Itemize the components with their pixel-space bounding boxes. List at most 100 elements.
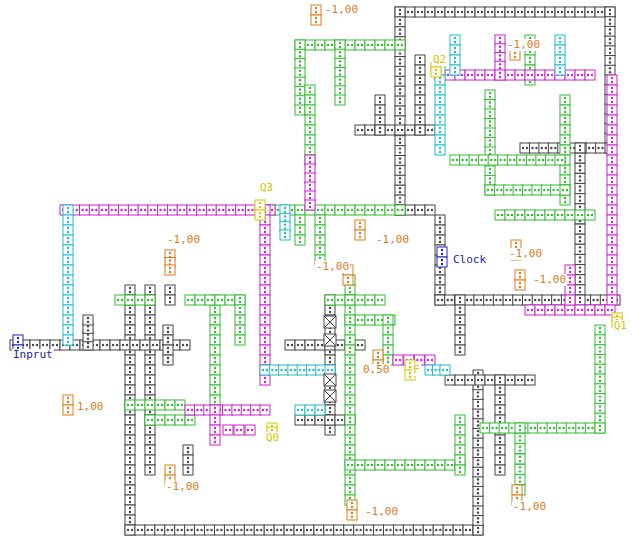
domino-tile <box>125 485 135 495</box>
domino-tile <box>76 344 78 346</box>
domino-tile <box>480 423 490 433</box>
domino-tile <box>147 404 149 406</box>
domino-tile <box>349 391 351 393</box>
domino-tile <box>187 457 189 459</box>
domino-tile <box>477 430 479 432</box>
domino-tile <box>435 295 445 305</box>
domino-tile <box>215 295 225 305</box>
domino-tile <box>485 119 495 129</box>
domino-tile <box>345 315 355 325</box>
domino-tile <box>125 315 135 325</box>
domino-tile <box>149 387 151 389</box>
domino-tile <box>595 423 605 433</box>
domino-tile <box>415 65 425 75</box>
domino-tile <box>575 295 585 305</box>
domino-tile <box>210 355 220 365</box>
domino-tile <box>395 57 405 67</box>
domino-tile <box>509 299 511 301</box>
domino-tile <box>548 143 558 153</box>
domino-tile <box>505 7 515 17</box>
domino-tile <box>137 529 139 531</box>
domino-tile <box>499 471 501 473</box>
domino-tile <box>473 477 483 487</box>
domino-tile <box>579 277 581 279</box>
domino-tile <box>129 431 131 433</box>
domino-tile <box>87 317 89 319</box>
domino-tile <box>455 375 465 385</box>
domino-tile <box>391 464 393 466</box>
domino-tile <box>129 467 131 469</box>
domino-tile <box>210 375 220 385</box>
domino-tile <box>489 120 491 122</box>
domino-tile <box>538 189 540 191</box>
domino-tile <box>329 427 331 429</box>
domino-tile <box>599 376 601 378</box>
domino-tile <box>375 105 385 115</box>
domino-tile <box>435 275 445 285</box>
domino-tile <box>399 177 401 179</box>
domino-tile <box>455 295 465 305</box>
domino-tile <box>197 299 199 301</box>
domino-tile <box>299 88 301 90</box>
domino-tile <box>493 295 503 305</box>
domino-tile <box>299 83 301 85</box>
domino-tile <box>421 209 423 211</box>
domino-tile <box>299 98 301 100</box>
domino-tile <box>210 375 220 385</box>
domino-tile <box>210 325 220 335</box>
domino-tile <box>345 460 355 470</box>
domino-tile <box>505 210 515 220</box>
domino-tile <box>375 460 385 470</box>
domino-tile <box>349 481 351 483</box>
domino-tile <box>391 129 393 131</box>
domino-tile <box>395 96 405 106</box>
domino-tile <box>125 445 135 455</box>
domino-tile <box>515 454 525 464</box>
domino-tile <box>499 381 501 383</box>
domino-tile <box>349 477 351 479</box>
domino-tile <box>591 214 593 216</box>
domino-tile <box>439 287 441 289</box>
domino-tile <box>135 400 145 410</box>
domino-tile <box>351 44 353 46</box>
domino-tile <box>544 299 546 301</box>
domino-tile <box>186 529 188 531</box>
domino-tile <box>395 156 405 166</box>
domino-tile <box>601 147 603 149</box>
domino-tile <box>129 461 131 463</box>
domino-tile <box>349 357 351 359</box>
domino-tile <box>495 405 505 415</box>
domino-tile <box>435 295 445 305</box>
domino-tile <box>137 404 139 406</box>
domino-tile <box>473 448 483 458</box>
domino-tile <box>147 529 149 531</box>
domino-tile <box>301 344 303 346</box>
domino-tile <box>575 173 585 183</box>
domino-tile <box>605 46 615 56</box>
domino-tile <box>435 7 445 17</box>
domino-tile <box>299 64 301 66</box>
domino-tile <box>485 128 495 138</box>
domino-tile <box>415 105 425 115</box>
domino-tile <box>325 335 335 345</box>
domino-tile <box>566 423 576 433</box>
domino-tile <box>473 389 483 399</box>
domino-tile <box>355 340 365 350</box>
domino-tile <box>239 311 241 313</box>
domino-tile <box>485 185 495 195</box>
domino-tile <box>129 507 131 509</box>
domino-tile <box>405 529 407 531</box>
domino-tile <box>515 299 517 301</box>
domino-tile <box>507 214 509 216</box>
domino-tile <box>110 340 120 350</box>
domino-tile <box>455 325 465 335</box>
domino-tile <box>495 435 505 445</box>
domino-tile <box>415 7 425 17</box>
domino-tile <box>171 529 173 531</box>
domino-tile <box>527 214 529 216</box>
domino-tile <box>339 92 341 94</box>
domino-tile <box>528 423 538 433</box>
domino-tile <box>129 491 131 493</box>
domino-tile <box>145 305 155 315</box>
domino-tile <box>485 375 495 385</box>
